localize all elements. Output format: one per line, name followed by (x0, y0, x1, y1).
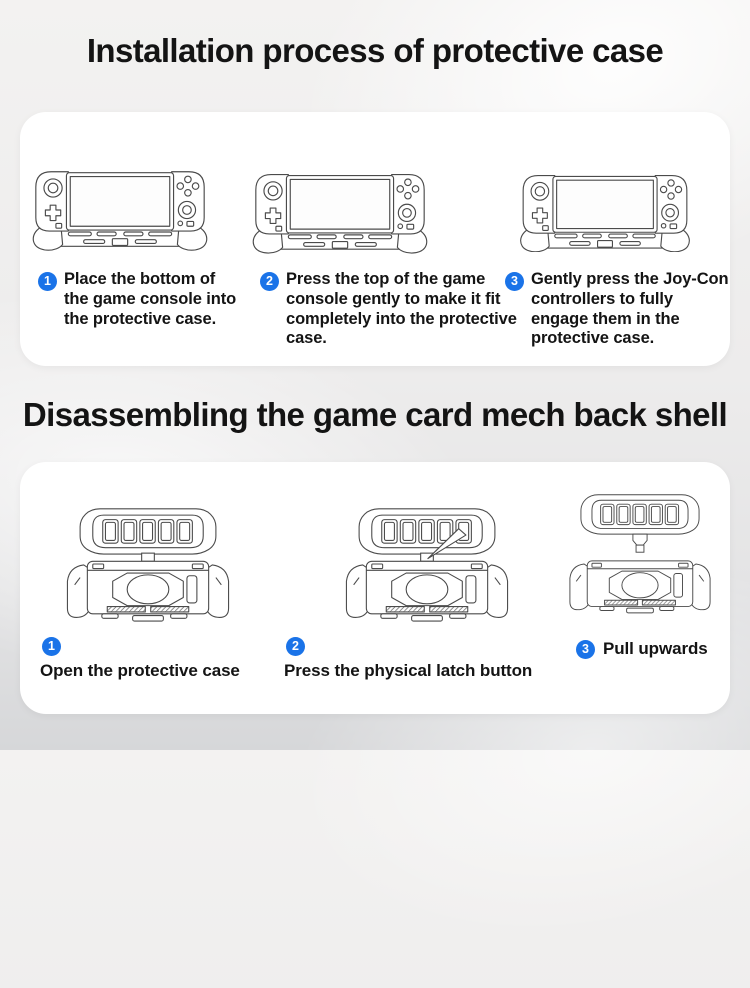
step-row: 1 Place the bottom of the game console i… (38, 270, 242, 329)
step-text: Press the physical latch button (284, 661, 533, 680)
step-row: 2 Press the top of the game console gent… (260, 270, 534, 349)
console-front-illustration (244, 166, 436, 254)
step-row: 3 Pull upwards (576, 639, 708, 659)
step-text: Press the top of the game console gently… (286, 270, 517, 348)
disassemble-step-3: 3 Pull upwards (569, 462, 730, 714)
install-section-title: Installation process of protective case (86, 32, 664, 69)
step-number-badge: 2 (260, 272, 279, 291)
step-number-badge: 3 (505, 272, 524, 291)
step-number-badge: 3 (576, 639, 595, 659)
disassemble-step-2: 2 Press the physical latch button (284, 462, 576, 714)
disassembly-card: 1 Open the protective case 2 Press the p… (20, 462, 730, 714)
step-text: Open the protective case (40, 661, 240, 680)
step-number-badge: 2 (286, 637, 305, 656)
step-text: Place the bottom of the game console int… (64, 270, 237, 328)
step-number-badge: 1 (42, 637, 61, 656)
step-row: 3 Gently press the Joy-Con controllers t… (505, 270, 731, 349)
install-card: 1 Place the bottom of the game console i… (20, 112, 730, 366)
step-text: Gently press the Joy-Con controllers to … (531, 270, 729, 348)
install-step-3: 3 Gently press the Joy-Con controllers t… (505, 112, 731, 366)
latch-arrow (427, 528, 467, 560)
step-text: Pull upwards (603, 639, 708, 658)
disassemble-step-1: 1 Open the protective case (40, 462, 284, 714)
console-front-illustration (512, 166, 698, 254)
install-step-2: 2 Press the top of the game console gent… (252, 112, 517, 366)
install-step-1: 1 Place the bottom of the game console i… (32, 112, 260, 366)
case-back-detached-illustration (565, 490, 715, 616)
step-number-badge: 1 (38, 272, 57, 291)
case-back-latch-illustration (341, 505, 513, 623)
disassemble-section-title: Disassembling the game card mech back sh… (22, 396, 728, 433)
console-front-illustration (24, 166, 216, 254)
case-back-open-illustration (62, 505, 234, 623)
